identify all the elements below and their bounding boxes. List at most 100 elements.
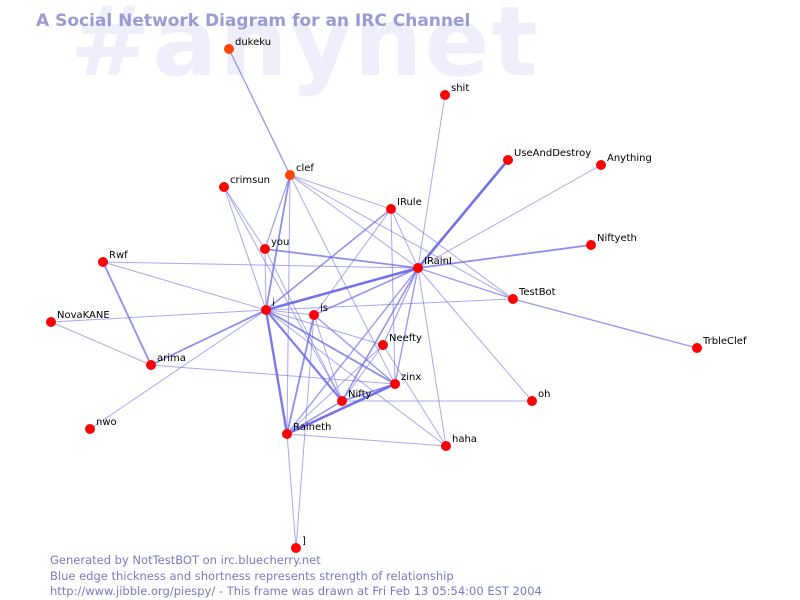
- edge-zinx-Nifty: [341, 383, 396, 402]
- edge-you-i: [264, 248, 267, 311]
- node-label-shit: shit: [451, 83, 469, 94]
- edge-NovaKANE-i: [50, 309, 267, 323]
- node-haha: haha: [441, 434, 477, 451]
- node-dot-zinx: [390, 379, 400, 389]
- edge-IRule-is: [313, 208, 392, 316]
- node-dot-haha: [441, 441, 451, 451]
- node-label-Nifty: Nifty: [348, 389, 372, 400]
- edge-IRule-clef: [289, 174, 392, 210]
- node-you: you: [260, 237, 289, 254]
- edge-IRainI-Nifty: [341, 267, 419, 402]
- node-is: is: [309, 303, 328, 320]
- edge-Rwf-i: [102, 261, 267, 311]
- edge-IRainI-Neefty: [382, 267, 419, 346]
- footer-legend-line: Blue edge thickness and shortness repres…: [50, 569, 454, 583]
- node-dot-IRule: [386, 204, 396, 214]
- node-label-you: you: [271, 237, 289, 248]
- footer-generator-line: Generated by NotTestBOT on irc.bluecherr…: [50, 553, 321, 567]
- node-label-Niftyeth: Niftyeth: [597, 233, 637, 244]
- node-label-UseAndDestroy: UseAndDestroy: [514, 148, 591, 159]
- node-dot-is: [309, 310, 319, 320]
- node-dot-dukeku: [224, 44, 234, 54]
- edge-crimsun-i: [223, 186, 267, 311]
- edge-clef-you: [264, 174, 291, 250]
- node-arima: arima: [146, 353, 186, 370]
- edge-Nifty-Raineth: [286, 400, 343, 435]
- edge-i-Neefty: [265, 309, 384, 346]
- node-label-arima: arima: [157, 353, 186, 364]
- edge-i-IRainI: [264, 266, 420, 312]
- node-dot-NovaKANE: [46, 317, 56, 327]
- node-label-is: is: [320, 303, 328, 314]
- edge-Raineth-bracket: [286, 433, 297, 549]
- node-label-Rwf: Rwf: [109, 250, 128, 261]
- node-dot-Anything: [596, 160, 606, 170]
- edge-clef-zinx: [289, 174, 396, 385]
- edge-Rwf-IRainI: [102, 261, 419, 269]
- footer-timestamp-line: http://www.jibble.org/piespy/ - This fra…: [50, 584, 542, 598]
- edge-IRainI-TestBot: [417, 267, 514, 300]
- node-dot-Rwf: [98, 257, 108, 267]
- node-dot-i: [261, 305, 271, 315]
- edge-Anything-IRainI: [417, 164, 602, 269]
- node-label-i: i: [272, 298, 275, 309]
- node-oh: oh: [527, 389, 550, 406]
- node-dot-TestBot: [508, 294, 518, 304]
- edge-Neefty-haha: [382, 344, 447, 447]
- node-label-haha: haha: [452, 434, 477, 445]
- node-label-oh: oh: [538, 389, 550, 400]
- node-Rwf: Rwf: [98, 250, 128, 267]
- node-label-NovaKANE: NovaKANE: [57, 310, 110, 321]
- edge-NovaKANE-arima: [50, 321, 152, 366]
- edge-Neefty-Raineth: [286, 344, 384, 435]
- edge-i-nwo: [89, 309, 267, 430]
- node-dot-Neefty: [378, 340, 388, 350]
- edge-UseAndDestroy-IRainI: [416, 158, 510, 270]
- edge-shit-IRainI: [417, 94, 446, 269]
- edge-clef-i: [265, 174, 291, 311]
- edge-IRainI-oh: [417, 267, 533, 402]
- node-Raineth: Raineth: [282, 422, 331, 439]
- edge-is-Raineth: [286, 314, 315, 435]
- node-dot-nwo: [85, 424, 95, 434]
- edge-IRule-TestBot: [390, 208, 514, 300]
- node-i: i: [261, 298, 275, 315]
- node-label-nwo: nwo: [96, 417, 117, 428]
- node-label-TestBot: TestBot: [518, 287, 556, 298]
- node-UseAndDestroy: UseAndDestroy: [503, 148, 591, 165]
- edge-i-is: [265, 309, 315, 316]
- edge-is-IRainI: [313, 267, 419, 316]
- edges-layer: [50, 48, 698, 549]
- node-dot-arima: [146, 360, 156, 370]
- edge-Niftyeth-IRainI: [417, 244, 592, 269]
- edge-TestBot-TrbleClef: [512, 298, 698, 349]
- channel-watermark: #anynet: [70, 0, 540, 98]
- node-label-TrbleClef: TrbleClef: [702, 336, 747, 347]
- node-IRainI: IRainI: [413, 256, 452, 273]
- edge-bracket-is: [295, 314, 315, 549]
- node-dukeku: dukeku: [224, 37, 271, 54]
- edge-clef-TestBot: [289, 174, 514, 300]
- node-dot-Nifty: [337, 396, 347, 406]
- node-dot-Raineth: [282, 429, 292, 439]
- edge-IRainI-zinx: [394, 267, 419, 385]
- node-Niftyeth: Niftyeth: [586, 233, 637, 250]
- node-label-Anything: Anything: [607, 153, 652, 164]
- node-dot-shit: [440, 90, 450, 100]
- node-label-clef: clef: [296, 163, 314, 174]
- node-dot-TrbleClef: [692, 343, 702, 353]
- node-dot-Niftyeth: [586, 240, 596, 250]
- node-dot-clef: [285, 170, 295, 180]
- node-label-IRainI: IRainI: [424, 256, 452, 267]
- node-label-zinx: zinx: [401, 372, 421, 383]
- edge-IRainI-Raineth: [286, 267, 419, 435]
- node-dot-oh: [527, 396, 537, 406]
- node-IRule: IRule: [386, 197, 422, 214]
- edge-i-Raineth: [264, 308, 289, 436]
- node-dot-IRainI: [413, 263, 423, 273]
- node-dot-crimsun: [219, 182, 229, 192]
- node-zinx: zinx: [390, 372, 421, 389]
